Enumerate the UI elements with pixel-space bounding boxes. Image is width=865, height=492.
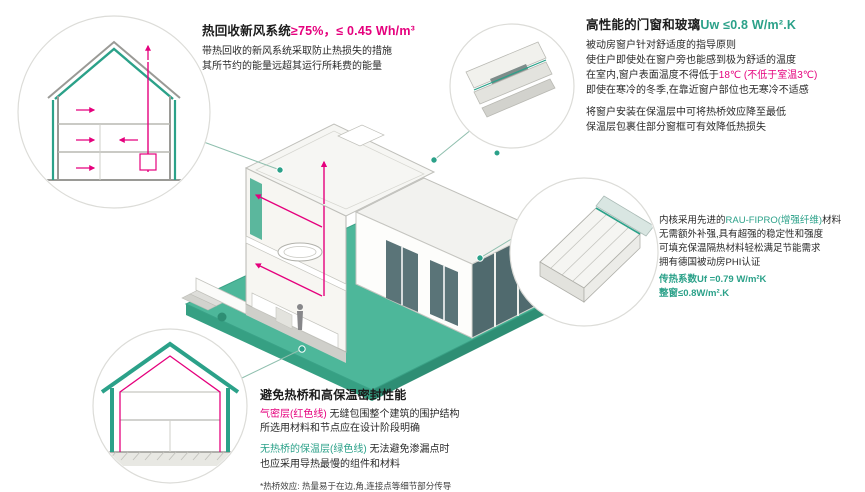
garden-stairs [181,277,247,315]
frame-line-4: 拥有德国被动房PHI认证 [659,257,761,269]
thermal-line-3-rest: 无法避免渗漏点时 [366,444,450,456]
connector-dot [476,254,484,262]
roof-insulation-line [54,47,174,100]
windows-line-3-red: 18℃ (不低于室温3℃) [718,70,818,81]
ventilation-duct-lines [254,194,325,297]
interior-teal-wall [250,178,262,240]
window-profile-detail-circle [509,177,659,327]
frame-uw-whole-value: 整窗≤0.8W/m².K [659,288,730,300]
gasket-line [595,207,641,235]
thermal-line-1: 气密层(红色线) 无缝包围整个建筑的围护结构 [260,408,590,422]
frame-uf-value: 传热系数Uf =0.79 W/m²K [659,274,767,286]
frame-line-1-material: RAU-FIPRO(增强纤维) [725,215,823,226]
bathtub [277,242,323,262]
thermal-line-1-rest: 无缝包围整个建筑的围护结构 [326,409,460,420]
ventilation-title-value: ≥75%，≤ 0.45 Wh/m³ [290,24,416,38]
thermal-line-2: 所选用材料和节点应在设计阶段明确 [260,423,420,435]
windows-line-2: 使住户即使处在窗户旁也能感到极为舒适的温度 [586,55,796,66]
thermal-line-3: 无热桥的保温层(绿色线) 无法避免渗漏点时 [260,443,590,457]
windows-line-4: 即使在寒冷的冬季,在靠近窗户部位也无寒冷不适感 [586,85,809,96]
house-3d-illustration [181,123,558,401]
insulation-layer-label: 无热桥的保温层(绿色线) [260,444,367,456]
windows-section: 高性能的门窗和玻璃Uw ≤0.8 W/m².K 被动房窗户针对舒适度的指导原则 … [586,14,862,135]
frame-line-2: 无需额外补强,具有超强的稳定性和强度 [659,229,824,241]
ventilation-detail-circle [17,15,211,209]
windows-line-3: 在室内,窗户表面温度不得低于18℃ (不低于室温3℃) [586,68,862,83]
ventilation-line-2: 其所节约的能量远超其运行所耗费的能量 [202,61,382,72]
heat-recovery-unit [139,153,157,171]
house-cutaway-face [245,167,347,353]
appliance [275,306,293,330]
roof-bulkhead [337,124,385,147]
windows-title-uw-value: Uw ≤0.8 W/m².K [700,18,797,32]
frame-line-1-black-b: 材料 [822,215,842,226]
windows-title: 高性能的门窗和玻璃Uw ≤0.8 W/m².K [586,14,862,33]
spacer [260,436,590,443]
ventilation-title: 热回收新风系统≥75%，≤ 0.45 Wh/m³ [202,20,482,39]
thermal-footnote: *热桥效应: 热量易于在边,角,连接点等细节部分传导 [260,480,452,491]
frame-line-3: 可填充保温隔热材料轻松满足节能需求 [659,243,821,255]
frame-section: 内核采用先进的RAU-FIPRO(增强纤维)材料 无需额外补强,具有超强的稳定性… [659,214,861,301]
windows-body: 被动房窗户针对舒适度的指导原则 使住户即使处在窗户旁也能感到极为舒适的温度 在室… [586,38,862,135]
insulation-green-line [100,341,240,394]
frame-line-1: 内核采用先进的RAU-FIPRO(增强纤维)材料 [659,214,861,228]
ventilation-body: 带热回收的新风系统采取防止热损失的措施 其所节约的能量远超其运行所耗费的能量 [202,44,482,74]
ventilation-line-1: 带热回收的新风系统采取防止热损失的措施 [202,46,392,57]
ventilation-title-black: 热回收新风系统 [202,24,291,38]
connector-dot [493,149,501,157]
kitchen-counter [251,292,339,349]
person-figure [297,304,303,330]
connector-dot [430,156,438,164]
windows-title-black: 高性能的门窗和玻璃 [586,18,701,32]
foundation [246,304,346,363]
seal-line [473,59,547,91]
thermal-title: 避免热桥和高保温密封性能 [260,388,407,402]
connector-dot [276,166,284,174]
thermal-body: 气密层(红色线) 无缝包围整个建筑的围护结构 所选用材料和节点应在设计阶段明确 … [260,408,590,472]
floor-slab [245,235,347,292]
thermal-line-4: 也应采用导热最慢的组件和材料 [260,458,400,470]
windows-line-6: 保温层包裹住部分窗框可有效降低热损失 [586,122,766,133]
windows-line-1: 被动房窗户针对舒适度的指导原则 [586,40,736,51]
frame-line-1-black-a: 内核采用先进的 [659,215,726,226]
right-wing [354,177,542,339]
airtight-red-line [119,355,221,452]
thermal-detail-circle [92,328,248,484]
window-corner-detail-circle [449,23,575,149]
spacer [586,98,862,105]
thermal-section: 避免热桥和高保温密封性能 气密层(红色线) 无缝包围整个建筑的围护结构 所选用材… [260,386,590,492]
ventilation-section: 热回收新风系统≥75%，≤ 0.45 Wh/m³ 带热回收的新风系统采取防止热损… [202,20,482,74]
connector-dot [298,345,306,353]
windows-line-3-black: 在室内,窗户表面温度不得低于 [586,70,719,81]
windows-line-5: 将窗户安装在保温层中可将热桥效应降至最低 [586,107,786,118]
bush [217,312,227,322]
main-roof [244,123,436,217]
airtight-layer-label: 气密层(红色线) [260,409,327,420]
